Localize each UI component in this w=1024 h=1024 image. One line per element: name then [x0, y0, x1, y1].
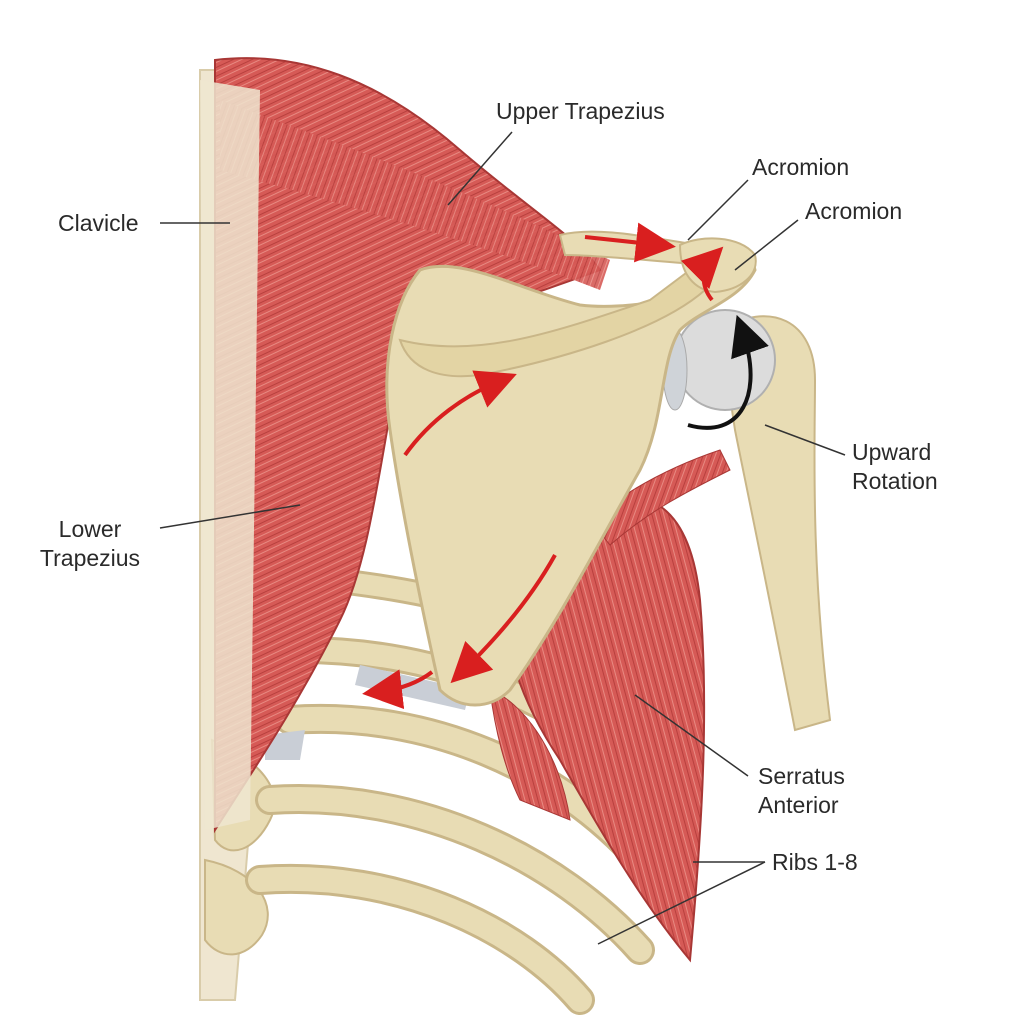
humeral-head	[674, 309, 776, 411]
red-arrow-icon	[403, 370, 517, 457]
leader-lines	[159, 131, 846, 945]
curved-arrow-icon	[687, 314, 769, 430]
label-upward-rotation: Upward Rotation	[852, 438, 938, 496]
red-arrow-icon	[362, 669, 434, 710]
label-text: Anterior	[758, 792, 839, 818]
label-text: Rotation	[852, 468, 938, 494]
label-text: Trapezius	[39, 545, 141, 571]
motion-arrows	[362, 222, 724, 710]
label-text: Upward	[852, 439, 932, 465]
label-text: Ribs 1-8	[772, 849, 858, 875]
teres-band	[589, 449, 731, 546]
humerus-bone	[718, 315, 832, 732]
label-serratus-anterior: Serratus Anterior	[758, 762, 845, 820]
label-text: Acromion	[752, 154, 850, 180]
trapezius-tendon	[200, 80, 260, 830]
label-upper-trapezius: Upper Trapezius	[496, 97, 665, 126]
label-lower-trapezius: Lower Trapezius	[34, 515, 146, 573]
scapular-spine	[398, 268, 707, 378]
red-arrow-icon	[450, 554, 557, 684]
label-acromion-1: Acromion	[752, 153, 849, 182]
label-clavicle: Clavicle	[58, 209, 139, 238]
label-text: Serratus	[758, 763, 845, 789]
label-text: Acromion	[805, 198, 903, 224]
label-text: Clavicle	[58, 210, 139, 236]
label-ribs: Ribs 1-8	[772, 848, 858, 877]
label-text: Upper Trapezius	[496, 98, 665, 124]
label-acromion-2: Acromion	[805, 197, 902, 226]
red-arrow-icon	[584, 222, 676, 263]
upper-trapezius-band	[220, 100, 610, 290]
label-text: Lower	[58, 516, 122, 542]
red-arrow-icon	[680, 246, 724, 302]
serratus-slip	[489, 689, 571, 821]
